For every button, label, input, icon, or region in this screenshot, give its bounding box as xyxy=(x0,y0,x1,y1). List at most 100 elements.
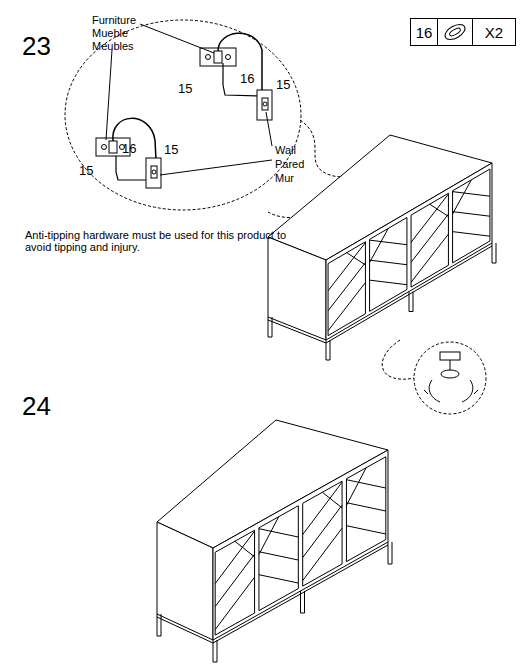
cabinet-stroke xyxy=(326,340,327,360)
callout-label: 15 xyxy=(164,143,178,157)
cabinet-stroke xyxy=(215,531,254,583)
callout-label: 15 xyxy=(178,82,192,96)
cabinet-face xyxy=(268,237,326,340)
cabinet-stroke xyxy=(213,640,214,662)
cabinet-face xyxy=(370,218,407,312)
callout-label: 15 xyxy=(276,78,290,92)
cabinet-face xyxy=(213,450,388,640)
cabinet-stroke xyxy=(453,180,472,214)
cabinet-stroke xyxy=(235,541,255,557)
cabinet-stroke xyxy=(217,640,218,662)
cabinet-stroke xyxy=(492,243,493,263)
cabinet-face xyxy=(346,457,385,562)
cabinet-stroke xyxy=(326,246,492,343)
cabinet-stroke xyxy=(259,575,298,583)
cabinet-face xyxy=(303,481,342,586)
cabinet-stroke xyxy=(413,292,414,312)
cabinet-stroke xyxy=(346,480,385,488)
cabinet-stroke xyxy=(370,280,407,285)
cabinet-stroke xyxy=(492,263,496,264)
strap xyxy=(113,118,156,160)
callout-label: Meubles xyxy=(92,40,134,52)
leader-line xyxy=(106,50,112,140)
cabinet-stroke xyxy=(272,317,273,337)
cabinet-stroke xyxy=(215,554,254,606)
cabinet-stroke xyxy=(259,529,298,537)
cabinet-stroke xyxy=(268,317,269,337)
cabinet-stroke xyxy=(304,591,305,613)
cabinet-stroke xyxy=(430,204,449,216)
cabinet-face xyxy=(453,169,490,263)
cabinet-stroke xyxy=(213,545,388,643)
callout-label: 16 xyxy=(122,142,136,156)
cabinet-stroke xyxy=(326,360,330,361)
leader-line xyxy=(266,112,272,146)
cabinet-stroke xyxy=(303,482,342,534)
callout-label: 15 xyxy=(79,164,93,178)
leveling-foot xyxy=(440,352,460,360)
cabinet-stroke xyxy=(322,492,342,508)
cabinet-stroke xyxy=(347,253,366,265)
icon-cell xyxy=(437,19,473,45)
cabinet-stroke xyxy=(213,662,217,663)
callout-label: Wall xyxy=(275,144,296,156)
cabinet-stroke xyxy=(453,232,490,237)
warning-note: Anti-tipping hardware must be used for t… xyxy=(25,229,287,253)
step-number: 23 xyxy=(22,32,51,61)
callout-label: Mueble xyxy=(92,27,128,39)
cabinet-stroke xyxy=(370,240,407,245)
cabinet-stroke xyxy=(346,503,385,511)
cabinet-face xyxy=(157,522,213,640)
wall-bracket xyxy=(257,90,272,120)
callout-label: Mur xyxy=(275,172,294,184)
cabinet-stroke xyxy=(453,212,490,217)
cabinet-stroke xyxy=(409,311,413,312)
callout-label: Furniture xyxy=(92,14,136,26)
strap xyxy=(218,33,262,92)
cabinet-stroke xyxy=(496,243,497,263)
cabinet-stroke xyxy=(328,243,365,291)
cabinet-stroke xyxy=(346,526,385,534)
cabinet-stroke xyxy=(388,564,392,565)
cabinet-stroke xyxy=(303,528,342,580)
wall-bracket xyxy=(146,158,161,188)
cabinet-stroke xyxy=(157,614,158,636)
cabinet-stroke xyxy=(259,552,298,560)
cabinet-stroke xyxy=(411,214,448,262)
foot-detail xyxy=(414,342,486,414)
cabinet-stroke xyxy=(161,614,162,636)
cabinet-stroke xyxy=(370,260,407,265)
cabinet-stroke xyxy=(453,192,490,197)
cabinet-stroke xyxy=(388,542,389,564)
cabinet-face xyxy=(411,193,448,287)
cabinet-stroke xyxy=(330,340,331,360)
parts-cell: 16 xyxy=(411,19,437,45)
cabinet-stroke xyxy=(392,542,393,564)
parts-box: 16 X2 xyxy=(410,18,516,46)
cabinet-face xyxy=(259,506,298,611)
callout-label: Pared xyxy=(275,158,304,170)
detail-outline xyxy=(65,20,301,210)
cabinet-face xyxy=(328,242,365,336)
cabinet-stroke xyxy=(259,517,279,555)
cabinet-stroke xyxy=(268,337,272,338)
cabinet-stroke xyxy=(346,468,366,506)
cabinet-face xyxy=(326,163,492,340)
callout-label: 16 xyxy=(240,72,254,86)
cabinet-stroke xyxy=(301,613,305,614)
cabinet-stroke xyxy=(303,505,342,557)
strap-icon xyxy=(442,21,467,42)
cabinet-stroke xyxy=(409,292,410,312)
cabinet-stroke xyxy=(157,617,213,643)
cabinet-stroke xyxy=(300,591,301,613)
cabinet-stroke xyxy=(157,636,161,637)
cabinet-face xyxy=(215,530,254,635)
leader-line xyxy=(160,160,272,175)
cabinet-stroke xyxy=(370,228,389,262)
parts-cell: X2 xyxy=(473,19,515,45)
leader-line xyxy=(140,24,214,53)
cabinet-stroke xyxy=(215,577,254,629)
cabinet-stroke xyxy=(411,194,448,242)
cabinet-stroke xyxy=(268,320,326,343)
